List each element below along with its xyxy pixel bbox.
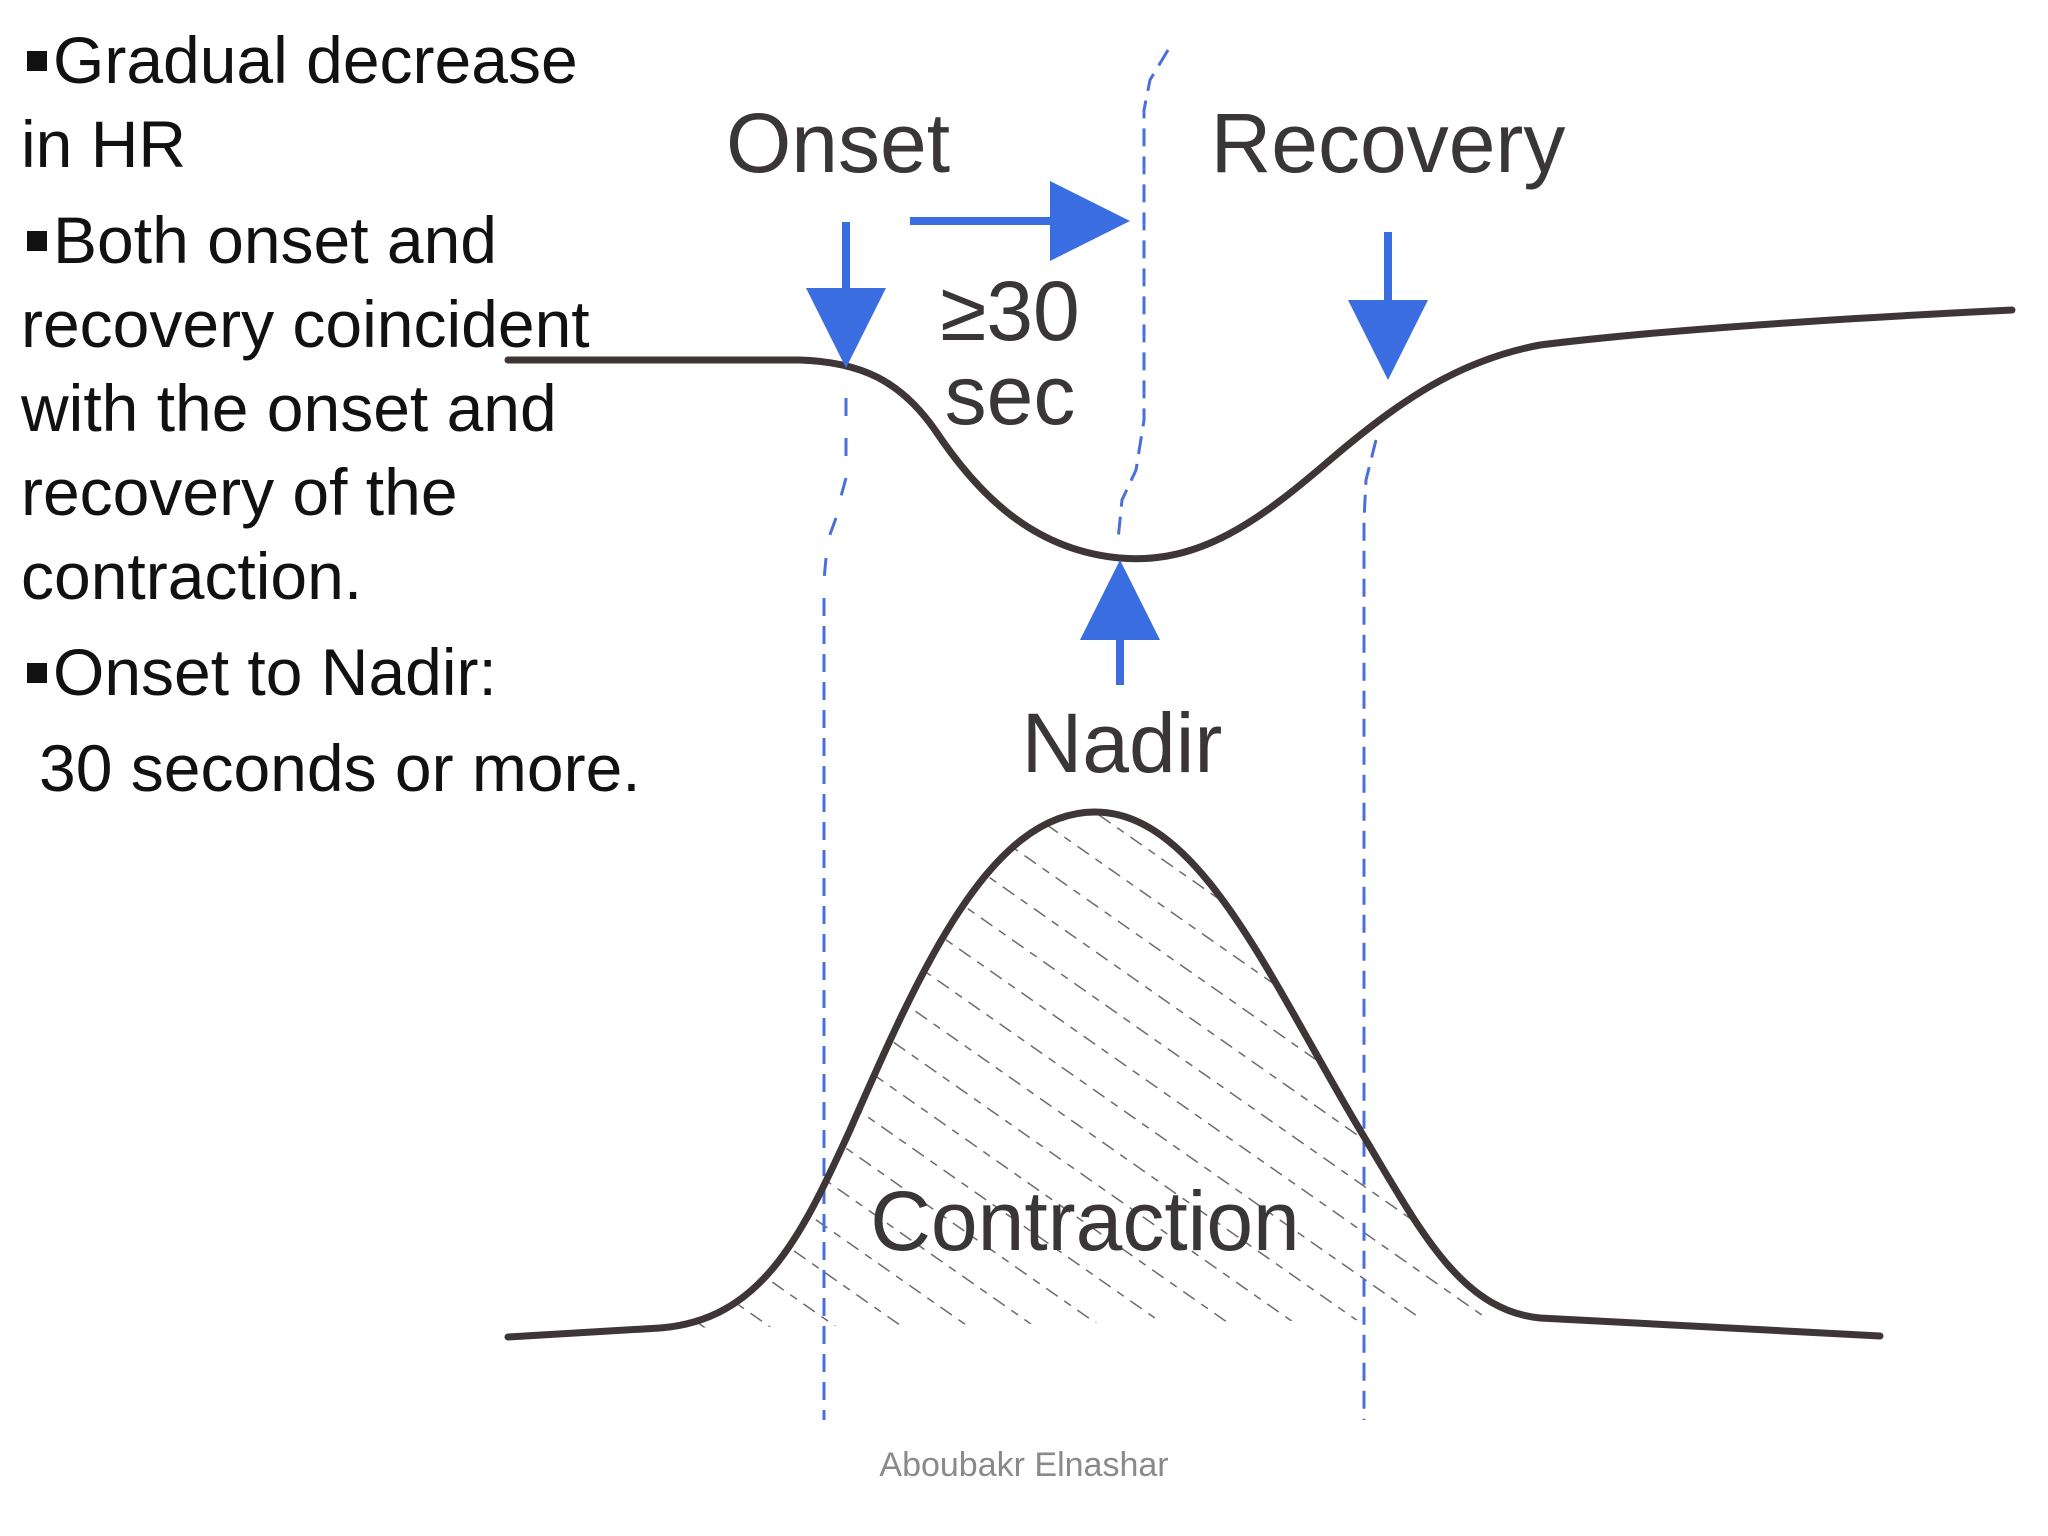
bullet-line: Onset to Nadir: — [53, 635, 497, 709]
square-bullet-icon — [27, 51, 47, 71]
contraction-hatch-fill — [660, 812, 1540, 1328]
recovery-label: Recovery — [1211, 96, 1566, 190]
bullet-line: with the onset and — [21, 371, 557, 445]
nadir-guide-line — [1116, 49, 1170, 541]
square-bullet-icon — [27, 663, 47, 683]
bullet-line: recovery of the — [21, 455, 458, 529]
bullet-item: Onset to Nadir: 30 seconds or more. — [21, 630, 681, 810]
bullet-line: in HR — [21, 107, 187, 181]
duration-label-line1: ≥30 — [940, 264, 1080, 358]
duration-label-line2: sec — [945, 348, 1076, 442]
onset-guide-line — [822, 398, 848, 1420]
onset-label: Onset — [726, 96, 950, 190]
bullet-item: Both onset and recovery coincident with … — [21, 198, 681, 618]
bullet-line: contraction. — [21, 539, 363, 613]
contraction-label: Contraction — [870, 1174, 1300, 1268]
bullet-item: Gradual decrease in HR — [21, 18, 681, 186]
recovery-guide-line — [1362, 439, 1378, 1420]
bullet-line: recovery coincident — [21, 287, 590, 361]
bullet-line: Both onset and — [53, 203, 498, 277]
bullet-line: Gradual decrease — [53, 23, 578, 97]
contraction-curve — [504, 808, 1884, 1341]
author-credit: Aboubakr Elnashar — [879, 1446, 1169, 1484]
nadir-label: Nadir — [1022, 696, 1223, 790]
bullet-continuation: 30 seconds or more. — [39, 731, 641, 805]
heart-rate-curve — [504, 306, 2016, 563]
bullet-list: Gradual decrease in HR Both onset and re… — [21, 18, 681, 822]
square-bullet-icon — [27, 231, 47, 251]
